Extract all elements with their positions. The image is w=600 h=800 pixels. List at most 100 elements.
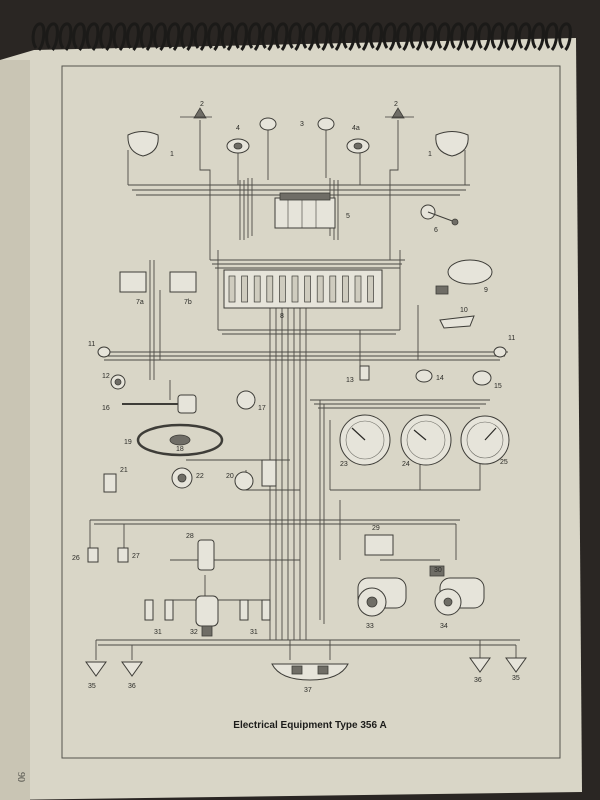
label-stop-light-right: 36 [474, 677, 482, 684]
interior-light [439, 315, 475, 329]
label-headlamp-left: 1 [170, 151, 174, 158]
direction-indicator-right [493, 346, 507, 358]
reverse-light-switch [117, 547, 129, 563]
label-relay-7a: 7a [136, 299, 144, 306]
binding-coil [382, 22, 397, 51]
fuse [266, 275, 274, 303]
license-plate-light [271, 663, 349, 681]
binding-coil [490, 22, 505, 51]
label-distributor: 32 [190, 629, 198, 636]
voltage-regulator [364, 534, 394, 556]
label-indicator-right: 11 [508, 335, 515, 342]
binding-coil [396, 22, 410, 51]
direction-indicator-left [97, 346, 111, 358]
label-plate-light: 37 [304, 687, 312, 694]
label-fog-lamp: 3 [300, 121, 304, 128]
label-horn-ring: 18 [176, 446, 184, 453]
combination-gauge [460, 415, 510, 465]
label-ignition-coil: 28 [186, 533, 194, 540]
label-turn-signal: 16 [102, 405, 110, 412]
label-wiper-switch-6: 6 [434, 227, 438, 234]
fuse [228, 275, 236, 303]
fuse [354, 275, 362, 303]
label-stop-light-left: 36 [128, 683, 136, 690]
label-tail-light-right: 35 [512, 675, 520, 682]
binding-coil [85, 22, 100, 51]
label-light-switch-22: 22 [196, 473, 204, 480]
fuse-box [223, 269, 383, 309]
binding-coil [517, 22, 532, 51]
windshield-wiper-switch [420, 204, 459, 226]
label-battery: 5 [346, 213, 350, 220]
label-light-switch-12: 12 [102, 373, 110, 380]
spark-plugs-left [144, 599, 174, 621]
fuse [279, 275, 286, 303]
binding-coil [558, 22, 572, 51]
label-generator: 33 [366, 623, 374, 630]
binding-coil [477, 22, 491, 51]
page-number: 90 [15, 772, 26, 782]
label-side-light-left: 2 [200, 101, 204, 108]
label-wiper-motor: 9 [484, 287, 488, 294]
binding-coil [261, 22, 275, 51]
fuse [253, 275, 261, 303]
horn-left [226, 138, 250, 154]
starter-motor [434, 577, 485, 616]
binding-coil [504, 22, 518, 51]
spiral-binding [31, 22, 572, 51]
binding-coil [112, 22, 127, 51]
binding-coil [126, 22, 140, 51]
label-spark-plugs-left: 31 [154, 629, 162, 636]
headlamp-left [127, 131, 159, 157]
fuse [304, 275, 311, 303]
binding-coil [531, 22, 545, 51]
relay-7b [169, 271, 197, 293]
binding-coil [166, 22, 181, 51]
binding-coil [315, 22, 329, 51]
instrument-light-switch [110, 374, 126, 390]
label-stop-switch: 26 [72, 555, 80, 562]
diagram-caption: Electrical Equipment Type 356 A [233, 720, 386, 731]
label-door-contact: 14 [436, 375, 444, 382]
label-tachometer: 24 [402, 461, 410, 468]
door-contact-switch [415, 369, 433, 383]
binding-coil [139, 22, 154, 51]
label-brake-switch: 15 [494, 383, 502, 390]
fuse [241, 275, 248, 303]
label-starter: 34 [440, 623, 448, 630]
label-spark-plugs-right: 31 [250, 629, 258, 636]
label-interior-light: 10 [460, 307, 468, 314]
label-oil-pressure: 13 [346, 377, 354, 384]
wiper-motor [435, 259, 493, 295]
binding-coil [342, 22, 356, 51]
fuse [329, 275, 337, 303]
turn-signal-switch [122, 394, 197, 414]
stop-light-left [121, 661, 143, 677]
ignition-starter-switch [234, 459, 277, 491]
side-light-right [385, 107, 414, 119]
label-headlamp-right: 1 [428, 151, 432, 158]
binding-coil [247, 22, 262, 51]
binding-coil [423, 22, 437, 51]
side-light-left [180, 107, 212, 119]
binding-coil [153, 22, 167, 51]
binding-coil [220, 22, 235, 51]
label-horn-left: 4 [236, 125, 240, 132]
brake-light-switch [472, 370, 492, 386]
horn-right [346, 138, 370, 154]
label-steering-wheel: 19 [124, 439, 132, 446]
binding-coil [180, 22, 194, 51]
label-combination-gauge: 25 [500, 459, 508, 466]
ignition-coil [197, 539, 215, 571]
binding-coil [193, 22, 208, 51]
binding-coil [450, 22, 464, 51]
label-regulator: 29 [372, 525, 380, 532]
distributor [195, 595, 219, 637]
label-indicator-left: 11 [88, 341, 95, 348]
binding-coil [355, 22, 370, 51]
wiper-switch [103, 473, 117, 493]
headlight-dimmer-switch [236, 390, 256, 410]
battery [274, 192, 336, 229]
stop-light-switch [87, 547, 99, 563]
stop-light-right [469, 657, 491, 673]
